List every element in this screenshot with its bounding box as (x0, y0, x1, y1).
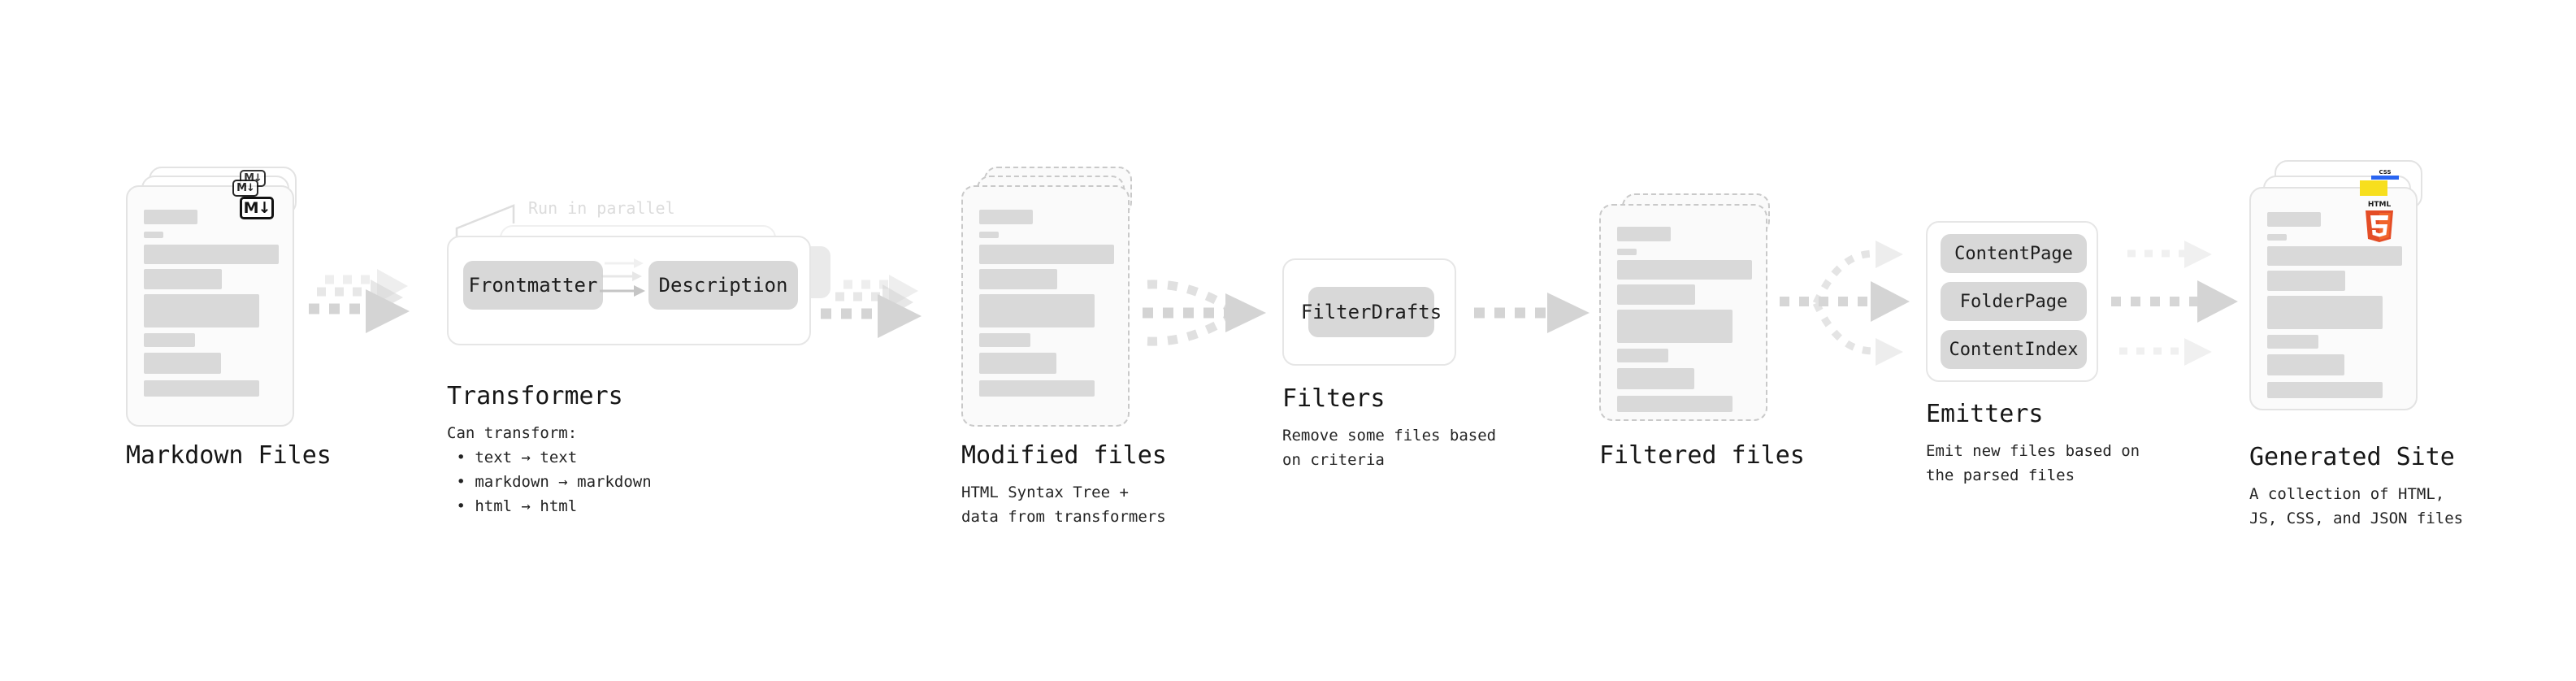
emitter-chip-contentpage[interactable]: ContentPage (1941, 234, 2087, 273)
content-bar (1617, 349, 1668, 362)
emitters-title: Emitters (1926, 400, 2044, 428)
modified-files-title: Modified files (961, 441, 1167, 470)
content-bar (144, 380, 259, 397)
css-icon: CSS (2371, 166, 2399, 180)
arrow-filters-to-filtered (1474, 293, 1589, 333)
content-bar (2267, 296, 2383, 329)
content-bar (1617, 396, 1733, 412)
content-bar (2267, 382, 2383, 398)
content-bar (979, 210, 1033, 224)
transformers-title: Transformers (447, 382, 623, 410)
generated-site-subtitle: A collection of HTML, JS, CSS, and JSON … (2249, 485, 2464, 527)
content-bar (1617, 310, 1733, 343)
generated-site-title: Generated Site (2249, 443, 2455, 471)
filters-subtitle: Remove some files based on criteria (1282, 427, 1497, 469)
modified-doc-content (963, 187, 1128, 425)
filtered-doc-content (1601, 206, 1766, 419)
js-icon (2360, 180, 2387, 196)
content-bar (2267, 212, 2321, 227)
content-bar (979, 333, 1030, 347)
transformers-subtitle: Can transform: • text → text • markdown … (447, 424, 652, 515)
content-bar (979, 353, 1056, 374)
modified-file-stack (961, 167, 1132, 427)
content-bar (144, 245, 279, 264)
transformer-chip-frontmatter[interactable]: Frontmatter (463, 261, 603, 310)
content-bar (1617, 368, 1694, 389)
arrow-markdown-to-transformers (309, 269, 410, 333)
content-bar (2267, 246, 2402, 266)
arrow-modified-to-filters (1143, 280, 1266, 346)
filter-chip-filterdrafts[interactable]: FilterDrafts (1301, 287, 1442, 337)
content-bar (1617, 284, 1695, 305)
content-bar (2267, 354, 2344, 375)
arrow-transformers-to-modified (821, 275, 922, 338)
content-bar (144, 333, 195, 347)
content-bar (1617, 260, 1752, 280)
content-bar (979, 294, 1095, 327)
markdown-badge: M↓ (240, 197, 274, 219)
content-bar (144, 210, 197, 224)
filters-title: Filters (1282, 384, 1386, 413)
modified-doc-front (961, 185, 1130, 427)
stage-modified-files: Modified files HTML Syntax Tree + data f… (961, 167, 1167, 526)
css-icon-label: CSS (2379, 169, 2392, 176)
generated-doc-content (2251, 189, 2416, 409)
run-in-parallel-label: Run in parallel (528, 198, 675, 218)
svg-text:HTML: HTML (2368, 201, 2392, 209)
content-bar (979, 245, 1114, 264)
filtered-files-title: Filtered files (1599, 441, 1805, 470)
html5-icon: HTML (2359, 197, 2400, 244)
content-bar (1617, 227, 1671, 241)
css-icon-bar (2371, 176, 2399, 180)
emitter-chip-contentindex[interactable]: ContentIndex (1941, 330, 2087, 369)
arrow-emitters-to-site (2111, 241, 2238, 366)
filters-box: FilterDrafts (1282, 258, 1456, 366)
modified-files-subtitle: HTML Syntax Tree + data from transformer… (961, 484, 1166, 526)
content-bar (2267, 234, 2287, 241)
emitter-chip-folderpage[interactable]: FolderPage (1941, 282, 2087, 321)
emitters-subtitle: Emit new files based on the parsed files (1926, 442, 2140, 484)
transformer-inner-arrows (600, 258, 645, 297)
content-bar (144, 232, 163, 238)
content-bar (979, 269, 1057, 289)
generated-file-stack: CSS HTML (2249, 160, 2424, 428)
filtered-doc-front (1599, 204, 1767, 421)
markdown-doc-content (128, 187, 293, 425)
content-bar (144, 353, 221, 374)
content-bar (1617, 249, 1637, 255)
content-bar (979, 380, 1095, 397)
arrow-filtered-to-emitters (1780, 241, 1910, 366)
content-bar (2267, 271, 2345, 291)
stage-generated-site: CSS HTML Generated Site A collection of … (2249, 160, 2463, 527)
transformer-chip-description[interactable]: Description (648, 261, 798, 310)
filtered-file-stack (1599, 193, 1770, 429)
content-bar (2267, 335, 2318, 349)
emitters-box: ContentPage FolderPage ContentIndex (1926, 221, 2098, 382)
markdown-doc-front (126, 185, 294, 427)
stage-filtered-files: Filtered files (1599, 193, 1805, 470)
content-bar (979, 232, 999, 238)
stage-markdown-files: M↓ M↓ M↓ Markdown Files (126, 167, 332, 470)
markdown-files-title: Markdown Files (126, 441, 332, 470)
content-bar (144, 294, 259, 327)
markdown-badge-back-1: M↓ (232, 180, 258, 197)
content-bar (144, 269, 222, 289)
markdown-file-stack: M↓ M↓ M↓ (126, 167, 297, 427)
